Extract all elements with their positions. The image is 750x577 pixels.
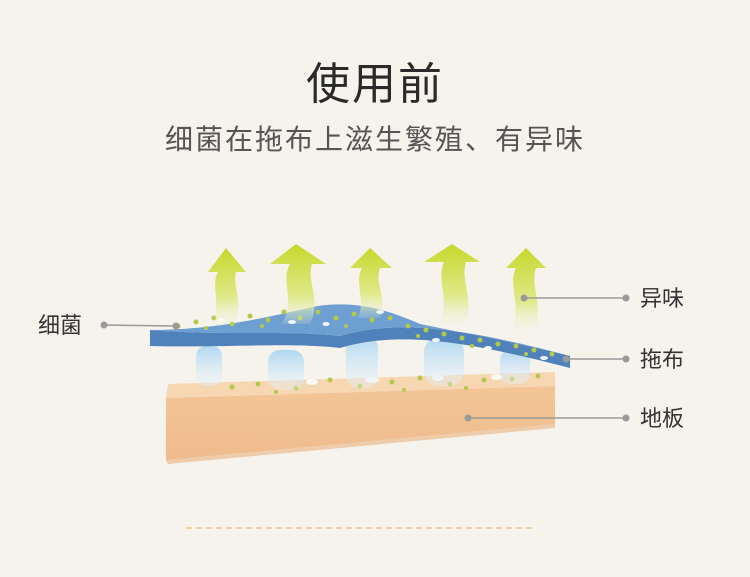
label-odor: 异味 <box>640 287 684 312</box>
odor-arrow <box>208 248 246 324</box>
mop-pad <box>150 304 570 368</box>
label-bacteria: 细菌 <box>38 314 82 339</box>
odor-arrows <box>208 244 546 330</box>
page-subtitle: 细菌在拖布上滋生繁殖、有异味 <box>164 123 585 156</box>
label-mop: 拖布 <box>640 348 684 373</box>
bottom-dashed-divider <box>186 527 532 529</box>
page-title: 使用前 <box>306 59 444 110</box>
odor-arrow <box>350 248 392 318</box>
label-floor: 地板 <box>640 407 684 432</box>
odor-arrow <box>270 244 326 324</box>
odor-arrow <box>424 244 480 324</box>
vapor-columns <box>196 336 530 390</box>
odor-arrow <box>506 248 546 330</box>
leader-lines <box>100 294 630 422</box>
mop-bacteria-dots <box>175 309 555 357</box>
